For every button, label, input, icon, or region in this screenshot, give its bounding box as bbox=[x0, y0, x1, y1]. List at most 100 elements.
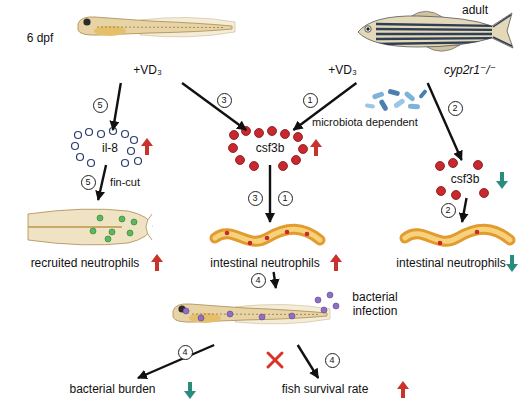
neutrophil bbox=[438, 241, 443, 246]
notochord bbox=[28, 226, 122, 228]
molecule bbox=[88, 160, 95, 167]
molecule bbox=[86, 129, 93, 136]
callout-number: 5 bbox=[93, 98, 108, 113]
diagram-node: csf3b bbox=[430, 160, 510, 198]
fin-cut-tail bbox=[28, 209, 152, 245]
node-label: csf3b bbox=[440, 172, 490, 186]
flow-arrow bbox=[98, 165, 106, 200]
molecule bbox=[292, 156, 301, 165]
molecule bbox=[452, 191, 461, 200]
molecule bbox=[236, 156, 245, 165]
node-label: 6 dpf bbox=[15, 31, 65, 45]
gut-lumen bbox=[405, 229, 510, 241]
bacterium bbox=[289, 313, 295, 319]
node-label: bacterial burden bbox=[45, 382, 180, 396]
neutrophil bbox=[475, 230, 480, 235]
fish-body bbox=[358, 13, 513, 48]
bacterium bbox=[408, 103, 420, 109]
diagram-node: intestinal neutrophils bbox=[200, 222, 340, 272]
decrease-arrow bbox=[506, 255, 518, 272]
bacterium bbox=[365, 103, 376, 109]
neutrophil bbox=[131, 219, 137, 225]
fish-eye bbox=[365, 26, 371, 32]
neutrophil bbox=[265, 236, 270, 241]
bacterium bbox=[333, 303, 339, 309]
neutrophil bbox=[305, 232, 310, 237]
flow-arrow bbox=[462, 198, 466, 222]
callout-number: 2 bbox=[448, 101, 463, 116]
molecule bbox=[474, 161, 483, 170]
molecule bbox=[135, 158, 142, 165]
bacterium bbox=[259, 314, 265, 320]
stripe bbox=[376, 42, 495, 44]
callout-number: 2 bbox=[441, 203, 456, 218]
molecule bbox=[131, 137, 138, 144]
molecule bbox=[122, 131, 129, 138]
neutrophil bbox=[109, 229, 115, 235]
molecule bbox=[75, 132, 82, 139]
neutrophils bbox=[225, 230, 310, 246]
molecule bbox=[229, 144, 238, 153]
gut-lumen bbox=[215, 229, 320, 241]
decrease-arrow bbox=[184, 382, 196, 399]
node-label: adult bbox=[450, 3, 500, 17]
diagram-node: adult+VD₃cyp2r1⁻/⁻ bbox=[300, 3, 520, 83]
diagram-node: fish survival rate bbox=[255, 378, 395, 400]
neutrophil bbox=[127, 230, 133, 236]
diagram-node: bacterial infection bbox=[150, 288, 410, 345]
fish-stripes bbox=[376, 24, 495, 44]
callout-number: 1 bbox=[303, 93, 318, 108]
node-label: intestinal neutrophils bbox=[200, 256, 330, 270]
molecule bbox=[268, 127, 277, 136]
callout-number: 4 bbox=[325, 353, 340, 368]
molecule bbox=[281, 130, 290, 139]
csf3b-molecules bbox=[229, 127, 308, 171]
callout-number: 3 bbox=[217, 93, 232, 108]
stripe bbox=[376, 29, 495, 30]
bacterium bbox=[393, 98, 406, 109]
molecule bbox=[250, 162, 259, 171]
node-label: csf3b bbox=[245, 141, 295, 155]
callout-number: 5 bbox=[81, 175, 96, 190]
molecule bbox=[77, 154, 84, 161]
flow-arrow bbox=[182, 83, 246, 130]
molecule bbox=[230, 131, 239, 140]
cut-edge bbox=[146, 214, 152, 240]
molecule bbox=[98, 131, 105, 138]
molecule bbox=[72, 143, 79, 150]
diagram-node: csf3b bbox=[225, 130, 315, 165]
flow-arrow bbox=[138, 345, 214, 378]
bacterium bbox=[327, 292, 333, 298]
bacterium bbox=[418, 89, 427, 99]
tail-fin bbox=[28, 209, 152, 245]
neutrophil bbox=[225, 231, 230, 236]
flow-arrow bbox=[298, 345, 318, 378]
flow-arrow bbox=[428, 83, 462, 160]
flow-arrow bbox=[113, 83, 121, 130]
node-label: bacterial infection bbox=[345, 290, 405, 318]
node-label: fish survival rate bbox=[255, 382, 395, 396]
callout-number: 4 bbox=[251, 273, 266, 288]
node-label: intestinal neutrophils bbox=[395, 256, 507, 270]
il-8-molecules bbox=[72, 128, 142, 167]
callout-number: 3 bbox=[248, 191, 263, 206]
increase-arrow bbox=[141, 138, 153, 155]
neutrophils bbox=[438, 230, 480, 246]
node-label: il-8 bbox=[85, 141, 135, 155]
blocked-cross bbox=[268, 353, 282, 367]
molecule bbox=[122, 160, 129, 167]
increase-arrow bbox=[310, 139, 322, 156]
cross-stroke bbox=[268, 353, 282, 367]
molecule bbox=[299, 145, 308, 154]
edge-label: fin-cut bbox=[110, 176, 140, 189]
diagram-node: recruited neutrophils bbox=[15, 200, 165, 272]
diagram-node: intestinal neutrophils bbox=[395, 222, 520, 272]
node-label: +VD₃ bbox=[125, 63, 170, 77]
neutrophil bbox=[97, 215, 103, 221]
bacterium bbox=[227, 311, 233, 317]
adult-fish bbox=[358, 11, 513, 51]
molecule bbox=[128, 148, 135, 155]
bacteria bbox=[183, 292, 339, 321]
annotation-label: microbiota dependent bbox=[312, 116, 418, 129]
cross-stroke bbox=[268, 353, 282, 367]
